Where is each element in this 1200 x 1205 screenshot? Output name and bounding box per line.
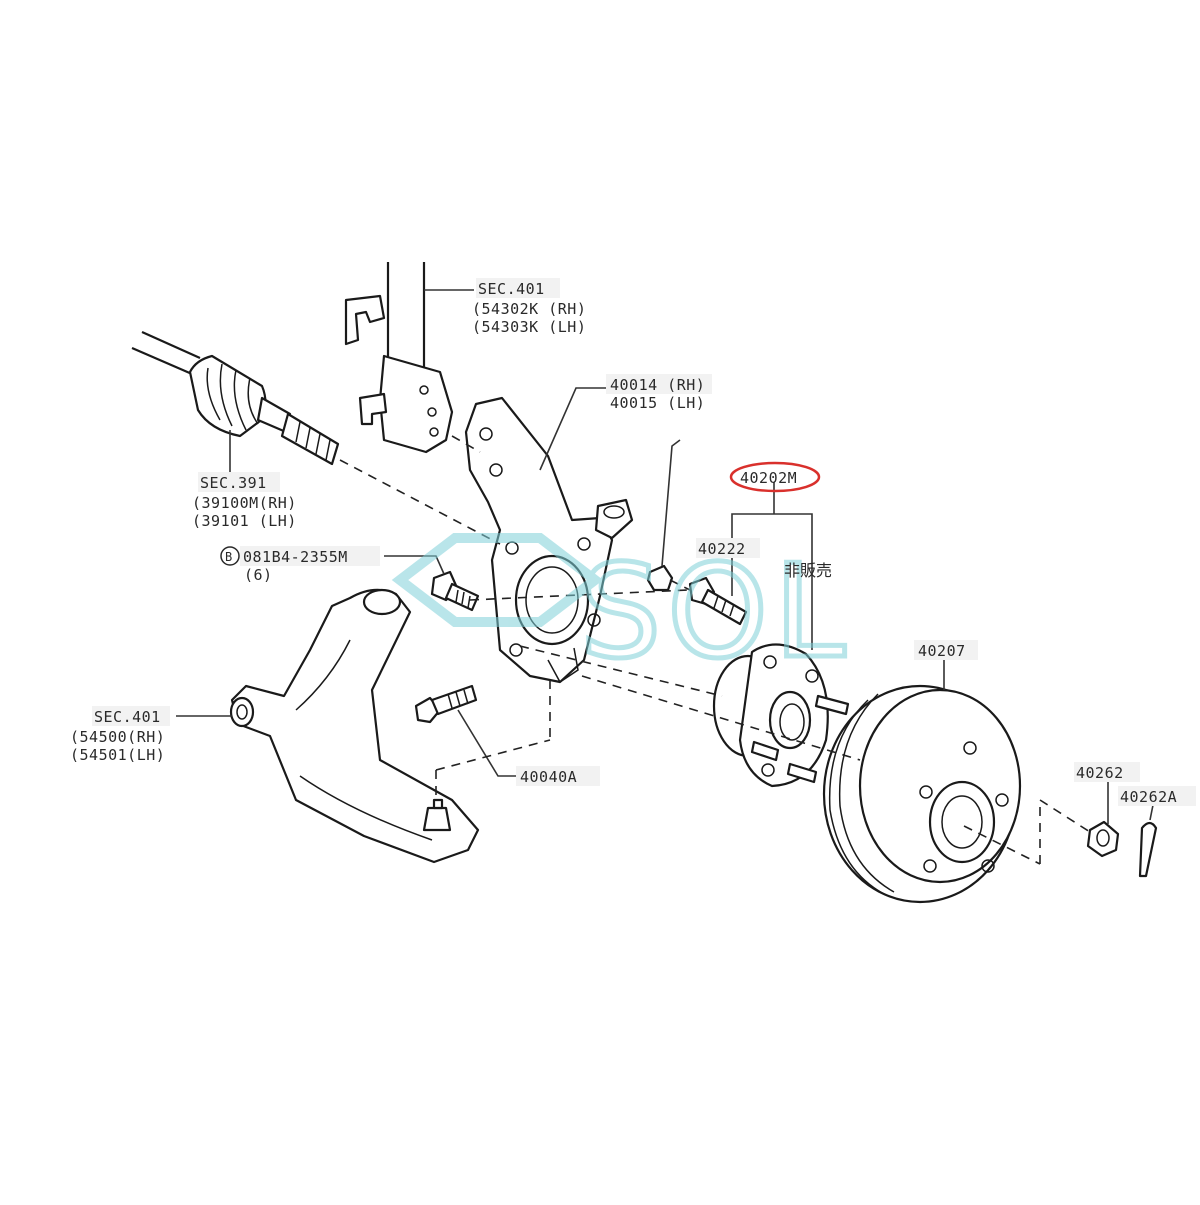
bolt-qty-label: (6) (244, 566, 273, 584)
not-sold-label: 非販売 (784, 561, 832, 580)
drive-rh-label: (39100M(RH) (192, 494, 297, 512)
drive-lh-label: (39101 (LH) (192, 512, 297, 530)
alignment-lines (339, 435, 1091, 865)
arm-sec-label: SEC.401 (94, 708, 161, 726)
drive-sec-label: SEC.391 (200, 474, 267, 492)
sol-watermark: SOL (391, 533, 851, 690)
nut-label: 40262 (1076, 764, 1124, 782)
watermark-text: SOL (580, 538, 851, 687)
hub-bolt (688, 560, 748, 626)
knuckle-bolt-lower (414, 684, 516, 777)
knuckle-rh-label: 40014 (RH) (610, 376, 705, 394)
brake-rotor (822, 655, 1022, 904)
hub-assembly-label: 40202M (740, 469, 797, 487)
hub-bolt-label: 40222 (698, 540, 746, 558)
arm-rh-label: (54500(RH) (70, 728, 165, 746)
bolt-code-marker-icon (220, 546, 240, 566)
knuckle-lh-label: 40015 (LH) (610, 394, 705, 412)
bolt-code-label: 081B4-2355M (243, 548, 348, 566)
highlight-ring (729, 461, 821, 493)
strut-lh-label: (54303K (LH) (472, 318, 586, 336)
arm-lh-label: (54501(LH) (70, 746, 165, 764)
bolt-code-marker: B (225, 550, 233, 564)
watermark-hex-icon (391, 533, 604, 627)
strut-assembly (344, 262, 474, 454)
strut-rh-label: (54302K (RH) (472, 300, 586, 318)
strut-sec-label: SEC.401 (478, 280, 545, 298)
axle-nut (1086, 778, 1120, 858)
rotor-label: 40207 (918, 642, 966, 660)
cotter-pin (1138, 799, 1158, 878)
cotter-pin-label: 40262A (1120, 788, 1177, 806)
lower-control-arm (176, 588, 480, 864)
drive-shaft (131, 330, 340, 480)
knuckle-bolt-label: 40040A (520, 768, 577, 786)
hub-assembly (712, 643, 850, 788)
knuckle-nut (646, 439, 681, 592)
knuckle-bolt-upper (384, 555, 480, 612)
